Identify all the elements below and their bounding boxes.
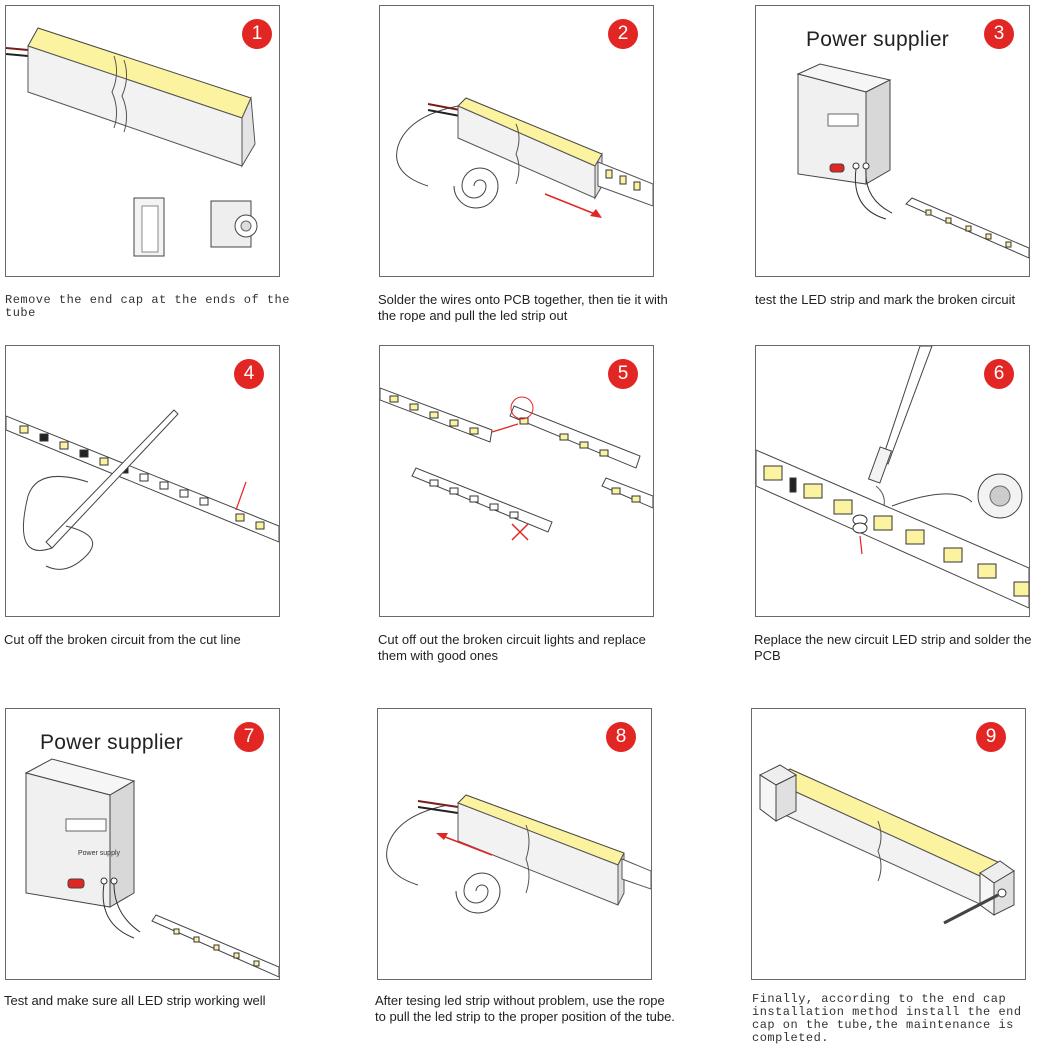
solder-new-strip-illustration <box>756 346 1029 609</box>
step-6-panel: 6 <box>755 345 1030 617</box>
step-9-caption: Finally, according to the end cap instal… <box>752 993 1022 1045</box>
step-2-panel: 2 <box>379 5 654 277</box>
step-3-panel: Power supplier 3 <box>755 5 1030 277</box>
pull-back-strip-illustration <box>386 794 651 914</box>
step-5-caption: Cut off out the broken circuit lights an… <box>378 632 646 663</box>
step-5-badge: 5 <box>608 359 638 389</box>
step-6-badge: 6 <box>984 359 1014 389</box>
install-end-cap-illustration <box>758 764 1015 925</box>
step-8-caption: After tesing led strip without problem, … <box>375 993 675 1024</box>
power-supplier-title: Power supplier <box>40 731 184 754</box>
step-4-caption: Cut off the broken circuit from the cut … <box>4 632 241 647</box>
step-8-badge: 8 <box>606 722 636 752</box>
step-8-panel: 8 <box>377 708 652 980</box>
step-2-badge: 2 <box>608 19 638 49</box>
step-4-badge: 4 <box>234 359 264 389</box>
step-3-caption: test the LED strip and mark the broken c… <box>755 292 1016 307</box>
replace-circuit-illustration <box>380 387 653 541</box>
step-9-panel: 9 <box>751 708 1026 980</box>
power-supplier-title: Power supplier <box>806 28 950 51</box>
step-5-panel: 5 <box>379 345 654 617</box>
pull-strip-illustration <box>396 97 653 218</box>
step-2-caption: Solder the wires onto PCB together, then… <box>378 292 668 322</box>
step-7-panel: Power supplier Power supply 7 <box>5 708 280 980</box>
step-1-caption: Remove the end cap at the ends of the tu… <box>5 294 290 320</box>
step-7-badge: 7 <box>234 722 264 752</box>
cut-strip-illustration <box>6 409 279 570</box>
end-cap-removal-illustration <box>6 27 258 257</box>
final-test-illustration <box>24 758 279 978</box>
step-4-panel: 4 <box>5 345 280 617</box>
step-7-caption: Test and make sure all LED strip working… <box>4 993 266 1008</box>
power-supply-test-illustration <box>796 63 1029 259</box>
step-9-badge: 9 <box>976 722 1006 752</box>
power-supply-label: Power supply <box>78 850 121 857</box>
step-1-panel: 1 <box>5 5 280 277</box>
step-1-badge: 1 <box>242 19 272 49</box>
step-3-badge: 3 <box>984 19 1014 49</box>
step-6-caption: Replace the new circuit LED strip and so… <box>754 632 1032 663</box>
